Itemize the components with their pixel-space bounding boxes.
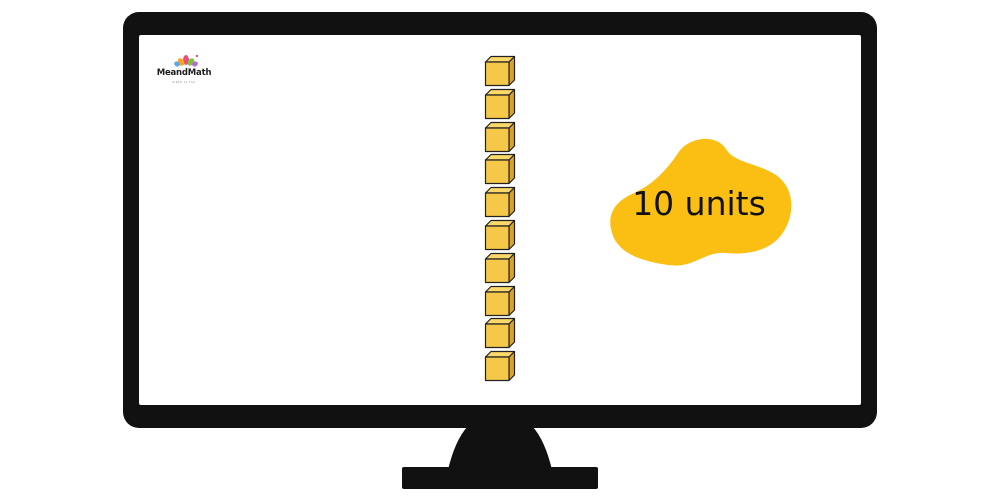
brand-tagline: math is fun [172,80,196,84]
flower-logo-icon [174,54,199,67]
unit-cube [484,154,516,185]
monitor-stand-base [402,467,598,489]
unit-cube [484,55,516,87]
blob-shape [610,138,792,266]
units-label: 10 units [632,184,766,223]
brand-logo: MeandMath math is fun [154,53,214,101]
unit-cube [484,252,516,283]
unit-cube [484,285,516,316]
monitor-screen: MeandMath math is fun 10 units [139,35,861,405]
unit-cube [484,187,516,218]
unit-cube-column [484,55,518,385]
unit-cube [484,88,516,119]
brand-name: MeandMath [156,68,212,78]
unit-cube [484,219,516,251]
unit-cube [484,121,516,152]
unit-cube [484,351,516,382]
units-label-blob: 10 units [608,135,794,271]
unit-cube [484,318,516,349]
